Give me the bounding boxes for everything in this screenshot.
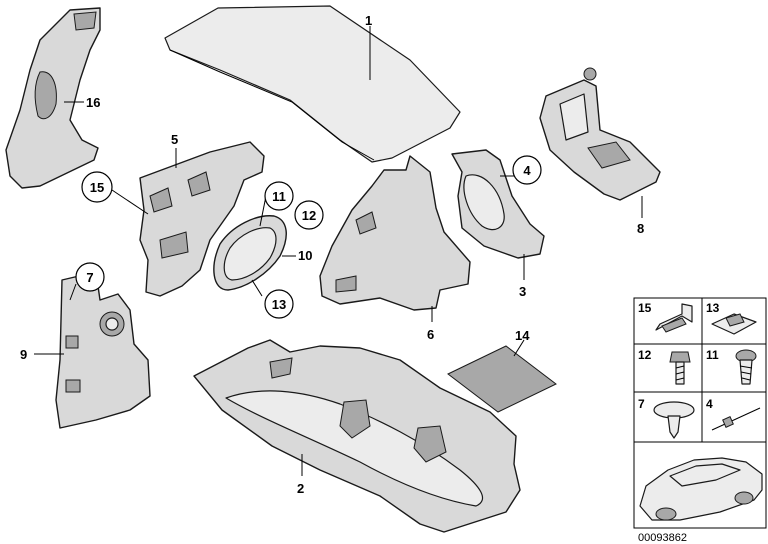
callout-1: 1 [365,13,372,28]
callout-9: 9 [20,347,27,362]
part-2-trunk-mat [193,339,521,533]
legend-label-15: 15 [638,301,652,315]
legend-label-4: 4 [706,397,713,411]
part-5-side-panel [139,141,265,297]
small-parts-legend: 15 13 12 11 7 4 [633,297,767,529]
bolt-icon [669,351,691,385]
callout-8: 8 [637,221,644,236]
screw-icon [735,349,757,385]
part-10-access-panel [213,215,287,291]
leader-lines [34,26,643,476]
cable-tie-icon [711,407,761,431]
part-16-pillar-trim [5,7,101,189]
part-1-rear-shelf [164,5,461,163]
reference-code: 00093862 [638,532,687,544]
legend-cell-4 [701,343,767,393]
callout-4-circled: 4 [512,155,542,185]
part-6-trunk-trim [319,155,471,311]
callout-2: 2 [297,481,304,496]
callout-5: 5 [171,132,178,147]
part-14-pad [447,345,557,413]
callout-12: 12 [302,208,316,223]
callout-11-circled: 11 [264,181,294,211]
nut-clip-icon [711,313,757,335]
legend-label-12: 12 [638,348,652,362]
callout-11: 11 [272,189,286,204]
callout-16: 16 [86,95,100,110]
callout-4: 4 [523,163,531,178]
legend-label-7: 7 [638,397,645,411]
callout-15: 15 [90,180,104,195]
part-8-floor-bracket [539,67,661,201]
part-9-lower-side-trim [55,271,151,429]
legend-cell-3 [633,343,703,393]
clip-bracket-icon [655,303,693,333]
callout-6: 6 [427,327,434,342]
push-clip-icon [653,401,695,439]
callout-12-circled: 12 [294,200,324,230]
callout-3: 3 [519,284,526,299]
vehicle-silhouette-icon [639,457,763,521]
legend-label-13: 13 [706,301,720,315]
callout-15-circled: 15 [81,171,113,203]
callout-14: 14 [515,328,530,343]
callout-7: 7 [86,270,93,285]
callout-10: 10 [298,248,312,263]
callout-13: 13 [272,297,286,312]
legend-cell-6 [701,391,767,443]
callout-7-circled: 7 [75,262,105,292]
part-3-wheel-arch [451,149,545,259]
callout-13-circled: 13 [264,289,294,319]
legend-label-11: 11 [706,348,719,362]
